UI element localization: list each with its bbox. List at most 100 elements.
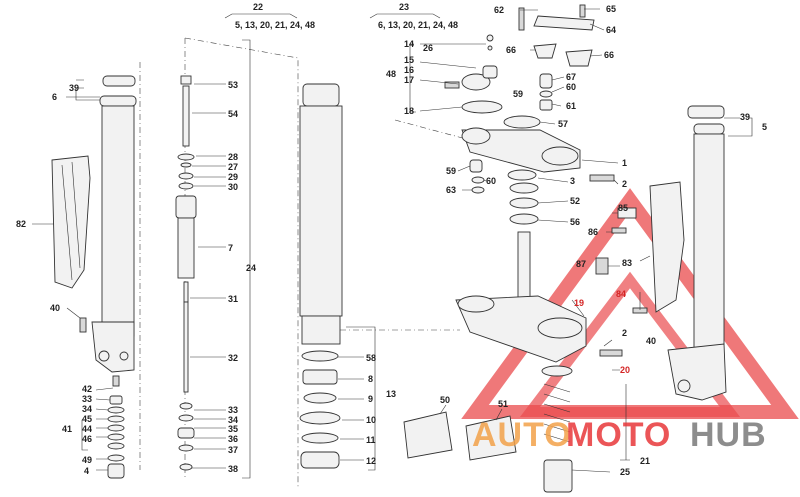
fork-tube-left xyxy=(91,75,137,373)
svg-text:37: 37 xyxy=(228,445,238,455)
svg-text:36: 36 xyxy=(228,434,238,444)
cap-assembly xyxy=(444,34,503,114)
svg-text:27: 27 xyxy=(228,162,238,172)
svg-text:1: 1 xyxy=(622,158,627,168)
svg-text:62: 62 xyxy=(494,5,504,15)
svg-text:49: 49 xyxy=(82,455,92,465)
group-23-header: 23 6, 13, 20, 21, 24, 48 xyxy=(369,2,458,30)
lower-triple-clamp xyxy=(455,231,623,363)
svg-text:66: 66 xyxy=(506,45,516,55)
svg-text:54: 54 xyxy=(228,109,238,119)
svg-text:40: 40 xyxy=(50,303,60,313)
svg-text:13: 13 xyxy=(386,389,396,399)
seal-stack xyxy=(299,350,341,469)
svg-text:60: 60 xyxy=(566,82,576,92)
bolt-left xyxy=(79,317,87,333)
svg-text:39: 39 xyxy=(740,112,750,122)
svg-text:59: 59 xyxy=(513,89,523,99)
svg-text:9: 9 xyxy=(368,394,373,404)
svg-text:5: 5 xyxy=(762,122,767,132)
svg-text:24: 24 xyxy=(246,263,256,273)
svg-text:23: 23 xyxy=(399,2,409,12)
svg-text:34: 34 xyxy=(82,404,92,414)
svg-text:17: 17 xyxy=(404,75,414,85)
svg-text:22: 22 xyxy=(253,2,263,12)
svg-text:41: 41 xyxy=(62,424,72,434)
svg-text:45: 45 xyxy=(82,414,92,424)
svg-text:4: 4 xyxy=(84,466,89,476)
svg-text:20: 20 xyxy=(620,365,630,375)
watermark-text: AUTO MOTO HUB xyxy=(472,416,767,454)
svg-text:6: 6 xyxy=(52,92,57,102)
svg-text:86: 86 xyxy=(588,227,598,237)
handlebar-clamp-parts xyxy=(518,4,595,111)
svg-text:18: 18 xyxy=(404,106,414,116)
fork-guard-right xyxy=(595,181,685,314)
svg-text:66: 66 xyxy=(604,50,614,60)
svg-text:HUB: HUB xyxy=(690,416,767,454)
damper-small-parts-left xyxy=(107,375,125,479)
svg-text:14: 14 xyxy=(404,39,414,49)
svg-text:64: 64 xyxy=(606,25,616,35)
svg-text:29: 29 xyxy=(228,172,238,182)
svg-text:40: 40 xyxy=(646,336,656,346)
svg-text:83: 83 xyxy=(622,258,632,268)
svg-text:19: 19 xyxy=(574,298,584,308)
headstock-parts xyxy=(469,159,539,225)
svg-text:59: 59 xyxy=(446,166,456,176)
svg-text:30: 30 xyxy=(228,182,238,192)
svg-text:51: 51 xyxy=(498,399,508,409)
svg-text:48: 48 xyxy=(386,69,396,79)
svg-text:33: 33 xyxy=(82,394,92,404)
svg-text:6, 13, 20, 21, 24, 48: 6, 13, 20, 21, 24, 48 xyxy=(378,20,458,30)
svg-text:53: 53 xyxy=(228,80,238,90)
svg-text:MOTO: MOTO xyxy=(566,416,671,454)
svg-text:44: 44 xyxy=(82,424,92,434)
svg-text:35: 35 xyxy=(228,424,238,434)
svg-text:57: 57 xyxy=(558,119,568,129)
svg-text:10: 10 xyxy=(366,415,376,425)
svg-text:52: 52 xyxy=(570,196,580,206)
svg-text:15: 15 xyxy=(404,55,414,65)
svg-text:11: 11 xyxy=(366,435,376,445)
svg-text:25: 25 xyxy=(620,467,630,477)
svg-text:39: 39 xyxy=(69,83,79,93)
svg-text:5, 13, 20, 21, 24, 48: 5, 13, 20, 21, 24, 48 xyxy=(235,20,315,30)
svg-text:63: 63 xyxy=(446,185,456,195)
upper-triple-clamp xyxy=(461,115,615,182)
svg-text:3: 3 xyxy=(570,176,575,186)
svg-text:AUTO: AUTO xyxy=(472,416,572,454)
svg-text:46: 46 xyxy=(82,434,92,444)
svg-text:87: 87 xyxy=(576,259,586,269)
svg-text:2: 2 xyxy=(622,328,627,338)
svg-text:67: 67 xyxy=(566,72,576,82)
sealing-bags xyxy=(403,411,517,461)
svg-text:7: 7 xyxy=(228,243,233,253)
svg-text:21: 21 xyxy=(640,456,650,466)
svg-text:16: 16 xyxy=(404,65,414,75)
svg-text:8: 8 xyxy=(368,374,373,384)
svg-text:32: 32 xyxy=(228,353,238,363)
svg-text:28: 28 xyxy=(228,152,238,162)
svg-text:61: 61 xyxy=(566,101,576,111)
fork-guard-left xyxy=(51,155,91,289)
svg-text:31: 31 xyxy=(228,294,238,304)
svg-text:12: 12 xyxy=(366,456,376,466)
svg-text:58: 58 xyxy=(366,353,376,363)
svg-text:38: 38 xyxy=(228,464,238,474)
svg-text:56: 56 xyxy=(570,217,580,227)
svg-text:65: 65 xyxy=(606,4,616,14)
svg-text:82: 82 xyxy=(16,219,26,229)
outer-fork-tube xyxy=(299,83,343,345)
fork-tube-right xyxy=(667,105,727,401)
group-22-header: 22 5, 13, 20, 21, 24, 48 xyxy=(224,2,315,30)
fork-spring xyxy=(541,365,573,493)
svg-text:42: 42 xyxy=(82,384,92,394)
callout-labels: 39 6 82 40 42 33 34 45 41 44 46 49 4 53 … xyxy=(16,4,767,477)
svg-text:33: 33 xyxy=(228,405,238,415)
svg-text:84: 84 xyxy=(616,289,626,299)
leader-lines xyxy=(32,8,753,479)
svg-text:85: 85 xyxy=(618,203,628,213)
